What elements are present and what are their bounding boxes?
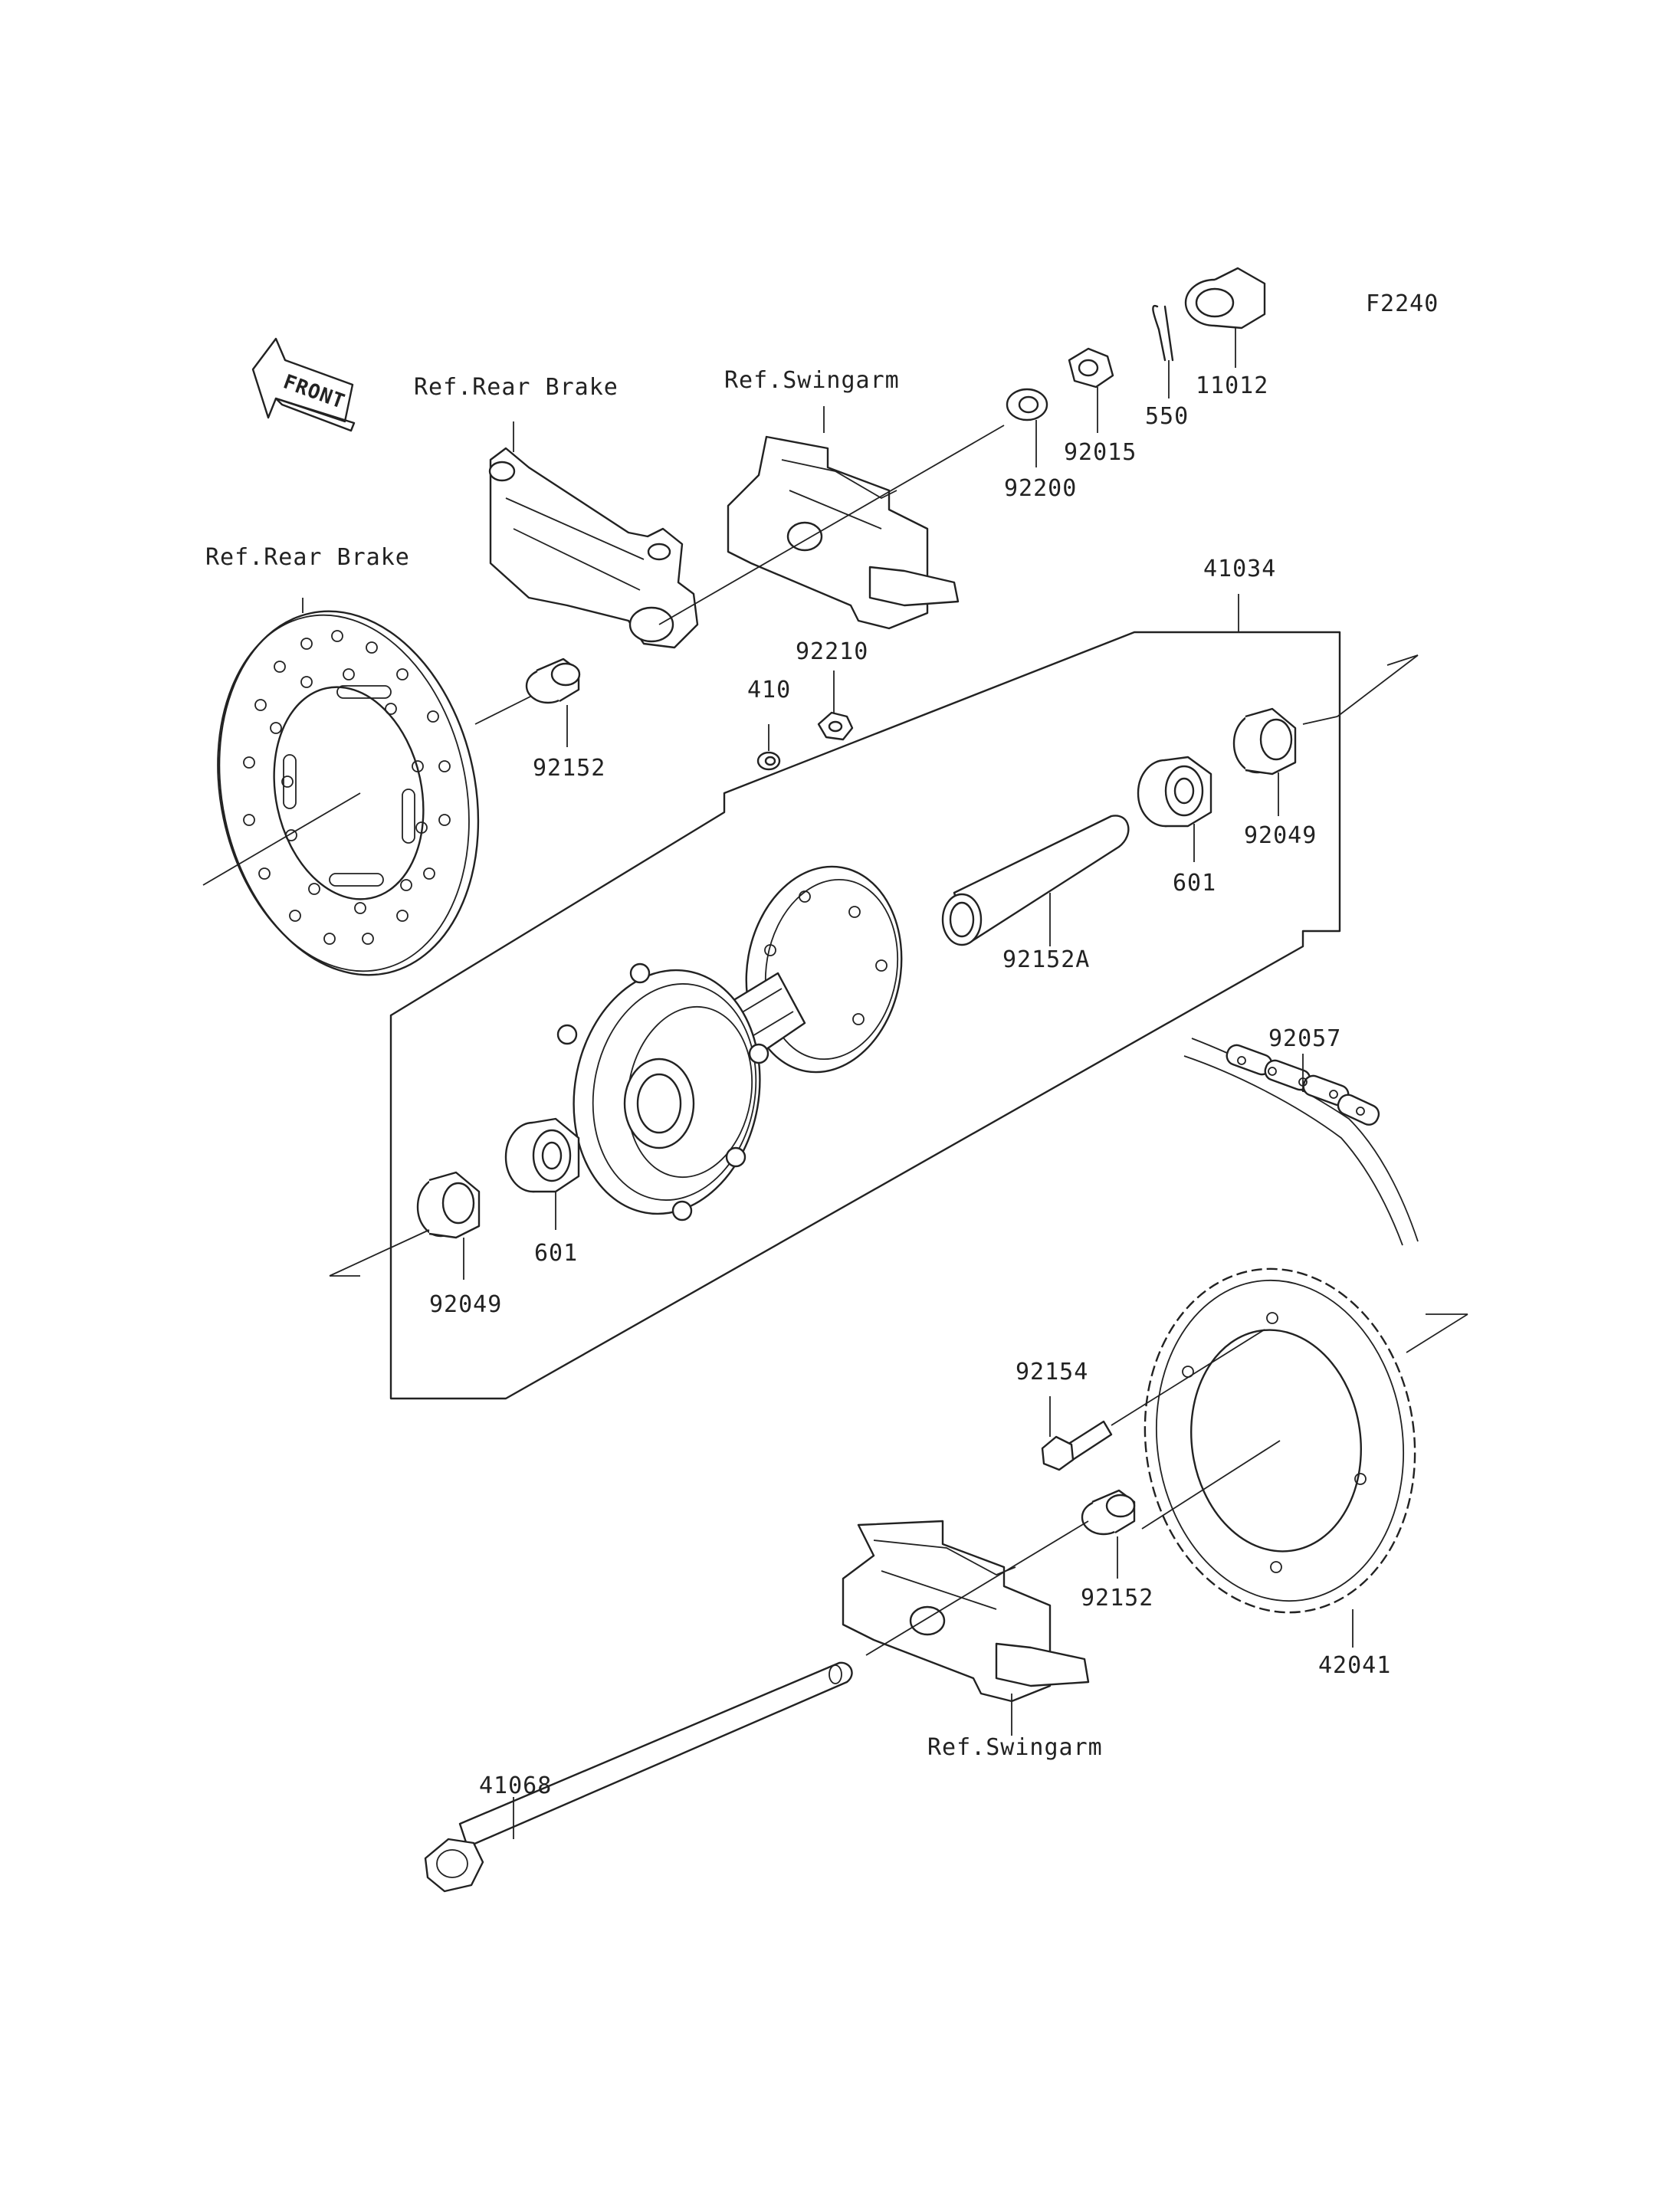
swingarm-end-top (727, 435, 960, 630)
bolt-92154 (1041, 1420, 1113, 1471)
p92152-top-label: 92152 (533, 755, 605, 782)
disc-axis-line (202, 792, 361, 886)
rear-hub (556, 865, 903, 1221)
drive-chain-92057 (1183, 1038, 1419, 1246)
p92015-label: 92015 (1064, 439, 1137, 466)
oil-seal-92049-right (1232, 707, 1297, 776)
p92057-label: 92057 (1268, 1025, 1341, 1052)
bearing-601-right (1137, 756, 1212, 828)
p42041-label: 42041 (1318, 1652, 1391, 1679)
p92210-label: 92210 (796, 638, 868, 665)
ref-swingarm-bottom-label: Ref.Swingarm (927, 1734, 1103, 1761)
rear-brake-bracket (488, 447, 699, 649)
p550-label: 550 (1145, 403, 1189, 430)
collar-92152-top (525, 657, 581, 704)
p92049-left-label: 92049 (429, 1291, 502, 1318)
cap-11012 (1184, 267, 1266, 330)
washer-410 (756, 751, 781, 771)
right-axis-segment (1302, 716, 1338, 725)
nut-92015 (1068, 347, 1114, 389)
p41068-label: 41068 (479, 1772, 552, 1799)
hub-assembly-outline (389, 631, 1341, 1400)
p92154-label: 92154 (1016, 1359, 1088, 1385)
disc-collar-axis (474, 693, 537, 725)
left-axis-line (329, 1229, 430, 1277)
nut-92210 (817, 711, 854, 741)
p92152A-label: 92152A (1002, 946, 1090, 973)
collar-92152-bottom (1081, 1489, 1136, 1536)
p11012-label: 11012 (1196, 372, 1268, 399)
p92200-label: 92200 (1004, 475, 1077, 502)
ref-rear-brake-disc-label: Ref.Rear Brake (205, 544, 410, 571)
figure-code: F2240 (1366, 290, 1439, 317)
ref-rear-brake-top-label: Ref.Rear Brake (414, 374, 619, 401)
sprocket-center-axis (1141, 1440, 1281, 1530)
upper-axis-line (658, 425, 1005, 625)
p41034-label: 41034 (1203, 556, 1276, 582)
cotter-pin-550 (1152, 304, 1174, 362)
spacer-92152A (941, 815, 1130, 946)
rear-axle-41068 (424, 1661, 853, 1893)
front-arrow-icon: FRONT (251, 337, 356, 432)
p410-label: 410 (747, 677, 791, 703)
lower-axis-line (865, 1520, 1089, 1656)
p601-left-label: 601 (534, 1240, 578, 1267)
right-axis-line (1337, 654, 1419, 717)
right-axis-tick (1386, 654, 1419, 666)
brake-disc (217, 610, 480, 976)
bearing-601-left (504, 1117, 580, 1193)
p92049-right-label: 92049 (1244, 822, 1317, 849)
p601-right-label: 601 (1173, 870, 1216, 897)
sprocket-axis-line (1406, 1313, 1468, 1353)
swingarm-end-bottom (842, 1520, 1090, 1703)
bolt-axis-line (1111, 1329, 1265, 1426)
ref-swingarm-top-label: Ref.Swingarm (724, 367, 900, 394)
washer-92200 (1006, 388, 1048, 421)
p92152-bottom-label: 92152 (1081, 1585, 1153, 1612)
oil-seal-92049-left (416, 1171, 481, 1239)
